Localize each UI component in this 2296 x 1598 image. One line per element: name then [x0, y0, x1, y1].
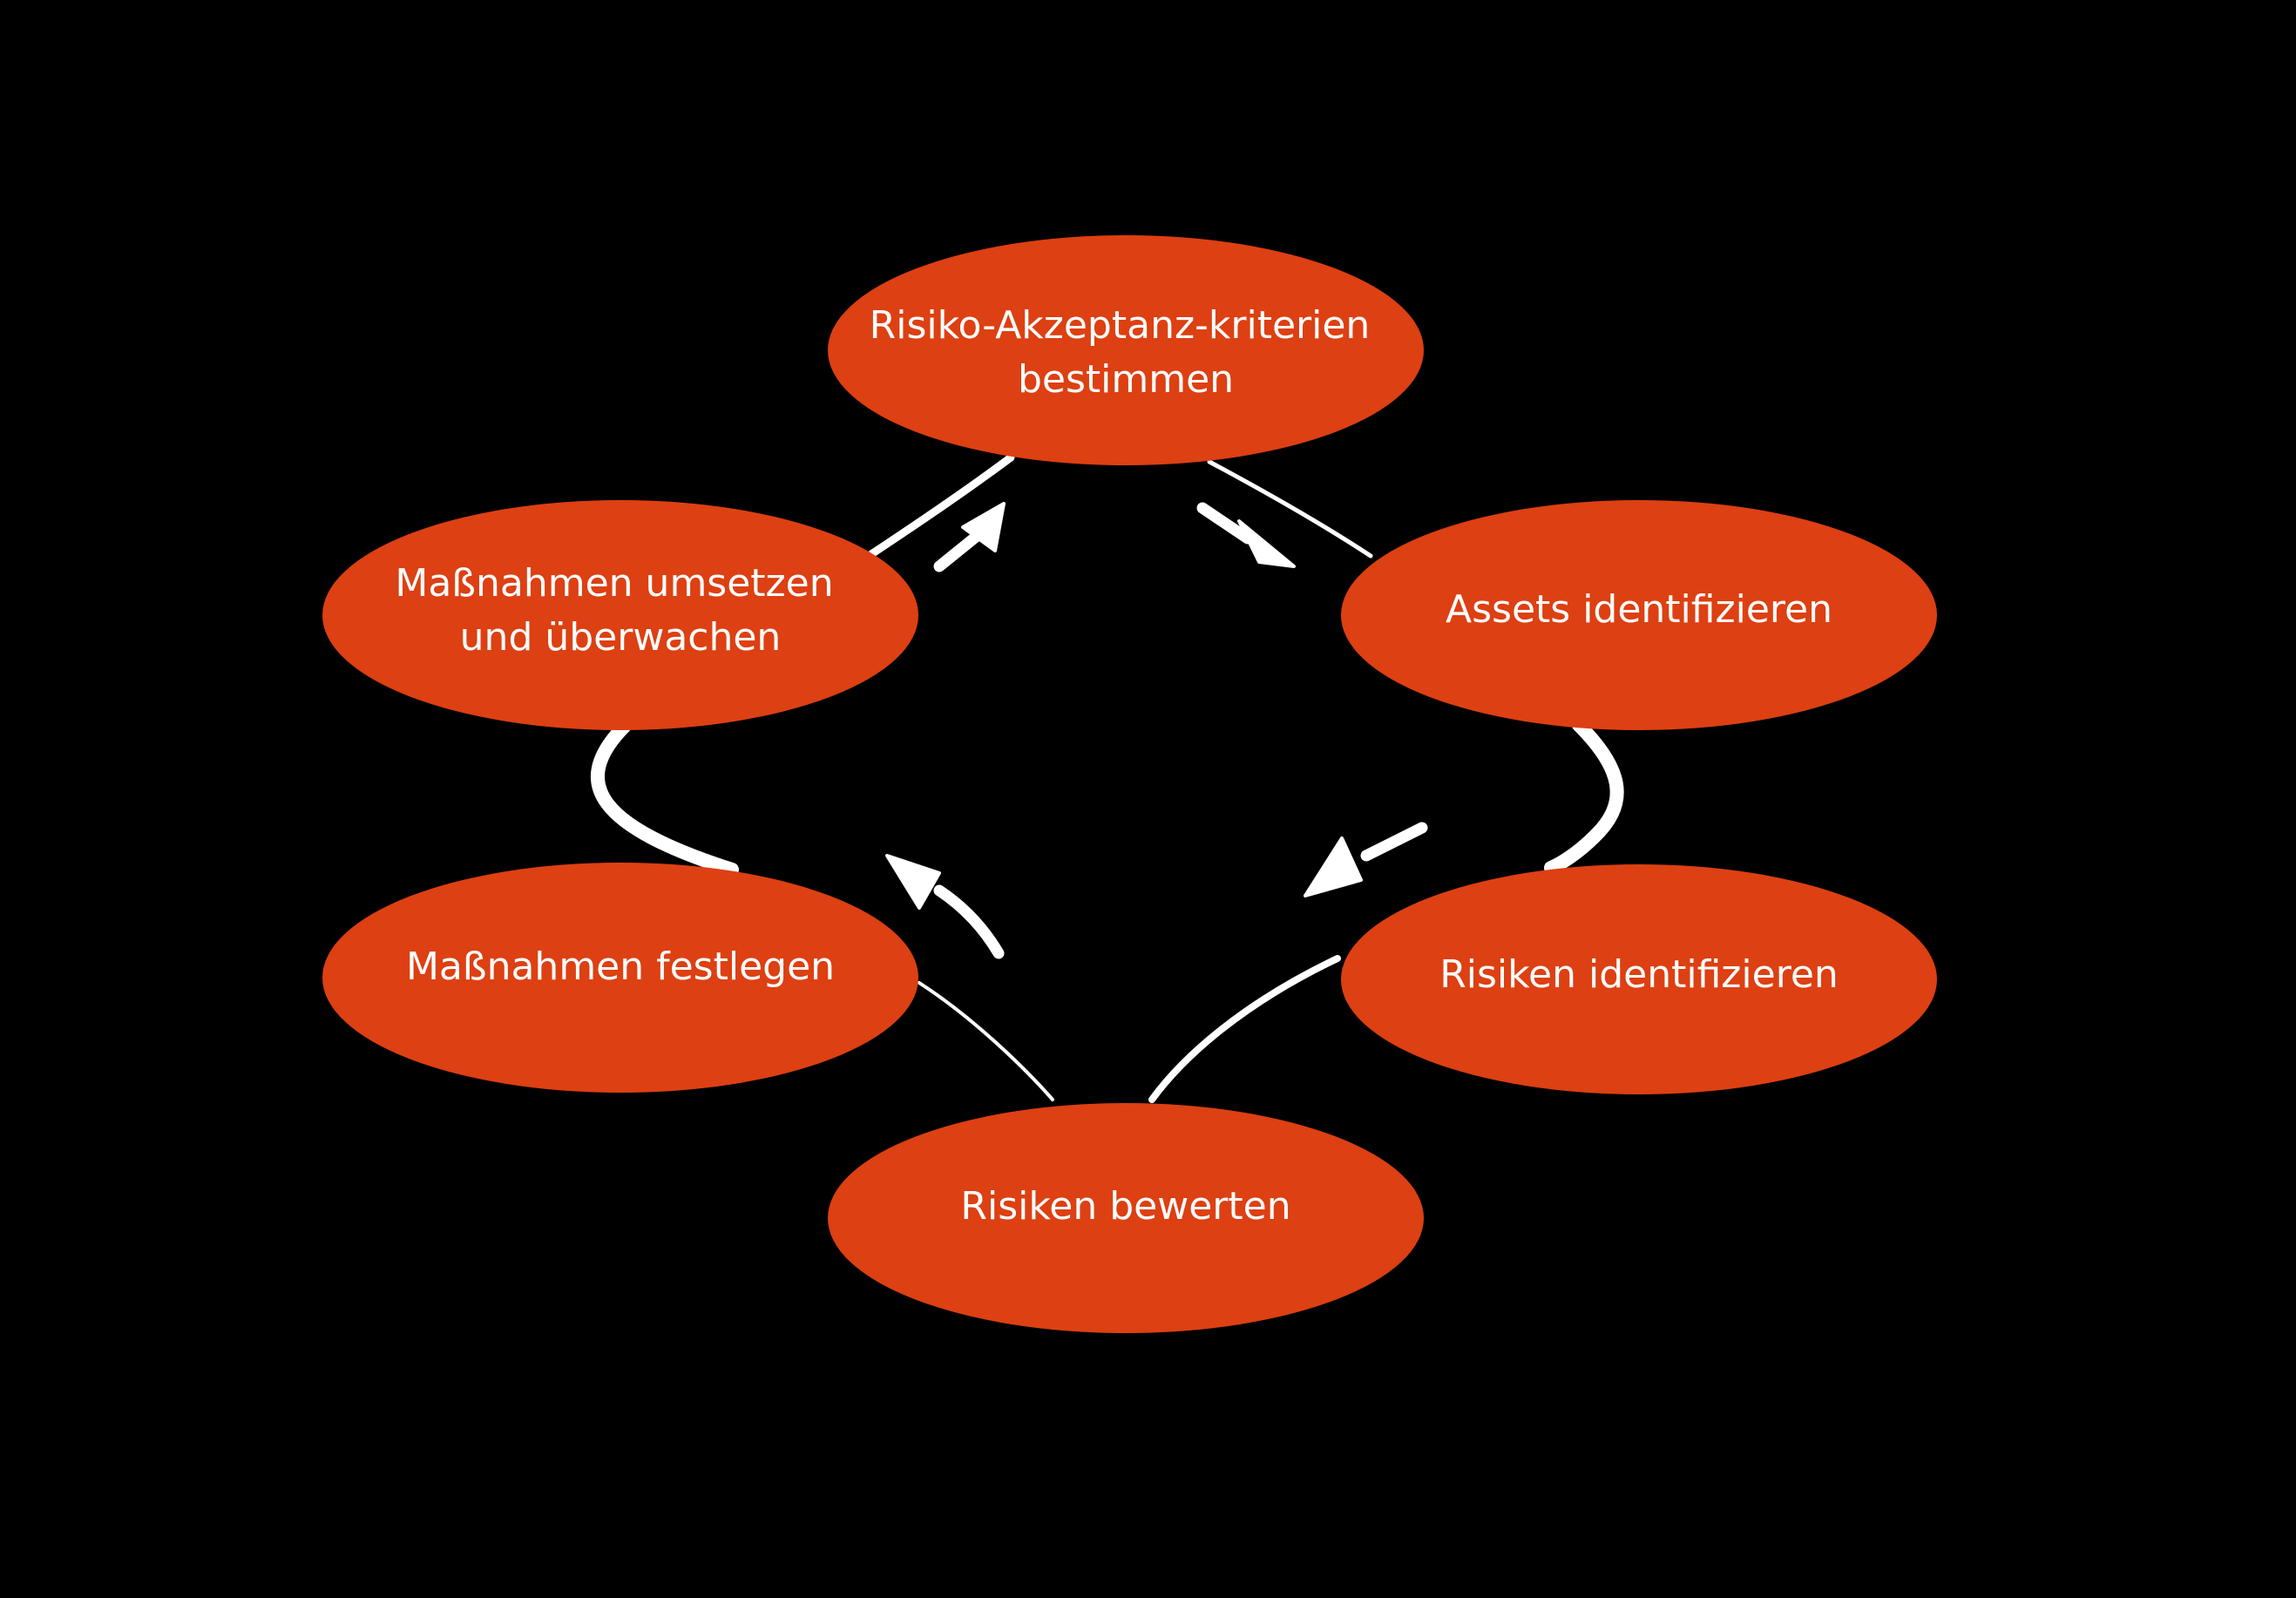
- node-assets-label: Assets identifizieren: [1446, 587, 1832, 632]
- node-assess-risks-line-1: Risiken bewerten: [960, 1184, 1290, 1229]
- node-identify-risks-label: Risiken identifizieren: [1439, 952, 1839, 997]
- node-define-measures-label: Maßnahmen festlegen: [406, 945, 835, 989]
- node-criteria-line-2: bestimmen: [1018, 357, 1234, 402]
- connector-assets-to-identify-risks: [1544, 718, 1624, 875]
- node-implement-measures-label: Maßnahmen umsetzen und überwachen: [395, 561, 845, 660]
- node-define-measures: Maßnahmen festlegen: [322, 863, 918, 1093]
- node-assets: Assets identifizieren: [1341, 500, 1937, 730]
- node-assess-risks-shape: [828, 1103, 1424, 1333]
- connector-assess-risks-to-define-measures: [918, 981, 1054, 1101]
- node-implement-measures-shape: [322, 500, 918, 730]
- node-criteria-label: Risiko-Akzeptanz-kriterien bestimmen: [870, 303, 1383, 402]
- node-assess-risks: Risiken bewerten: [828, 1103, 1424, 1333]
- connector-criteria-to-assets: [1207, 459, 1373, 559]
- node-implement-measures-line-2: und überwachen: [460, 615, 782, 660]
- node-define-measures-line-1: Maßnahmen festlegen: [406, 945, 835, 989]
- arrow-assets-to-identify-risks: [1304, 822, 1428, 897]
- node-assets-line-1: Assets identifizieren: [1446, 587, 1832, 632]
- node-identify-risks-line-1: Risiken identifizieren: [1439, 952, 1839, 997]
- node-implement-measures: Maßnahmen umsetzen und überwachen: [322, 500, 918, 730]
- flow-arrows: [885, 502, 1428, 959]
- connector-identify-risks-to-assess-risks: [1148, 955, 1341, 1103]
- node-identify-risks-shape: [1341, 864, 1937, 1094]
- node-criteria: Risiko-Akzeptanz-kriterien bestimmen: [828, 235, 1424, 465]
- node-define-measures-shape: [322, 863, 918, 1093]
- connectors: [591, 453, 1624, 1103]
- connector-define-measures-to-implement-measures: [591, 718, 739, 877]
- arrow-criteria-to-assets: [1196, 502, 1296, 568]
- node-identify-risks: Risiken identifizieren: [1341, 864, 1937, 1094]
- node-criteria-shape: [828, 235, 1424, 465]
- connector-implement-measures-to-criteria: [867, 453, 1015, 559]
- node-implement-measures-line-1: Maßnahmen umsetzen: [395, 561, 833, 606]
- arrow-implement-measures-to-criteria: [933, 502, 1006, 572]
- arrow-assess-risks-to-define-measures: [885, 854, 1005, 959]
- node-criteria-line-1: Risiko-Akzeptanz-kriterien: [870, 303, 1371, 348]
- node-assess-risks-label: Risiken bewerten: [960, 1184, 1290, 1229]
- node-assets-shape: [1341, 500, 1937, 730]
